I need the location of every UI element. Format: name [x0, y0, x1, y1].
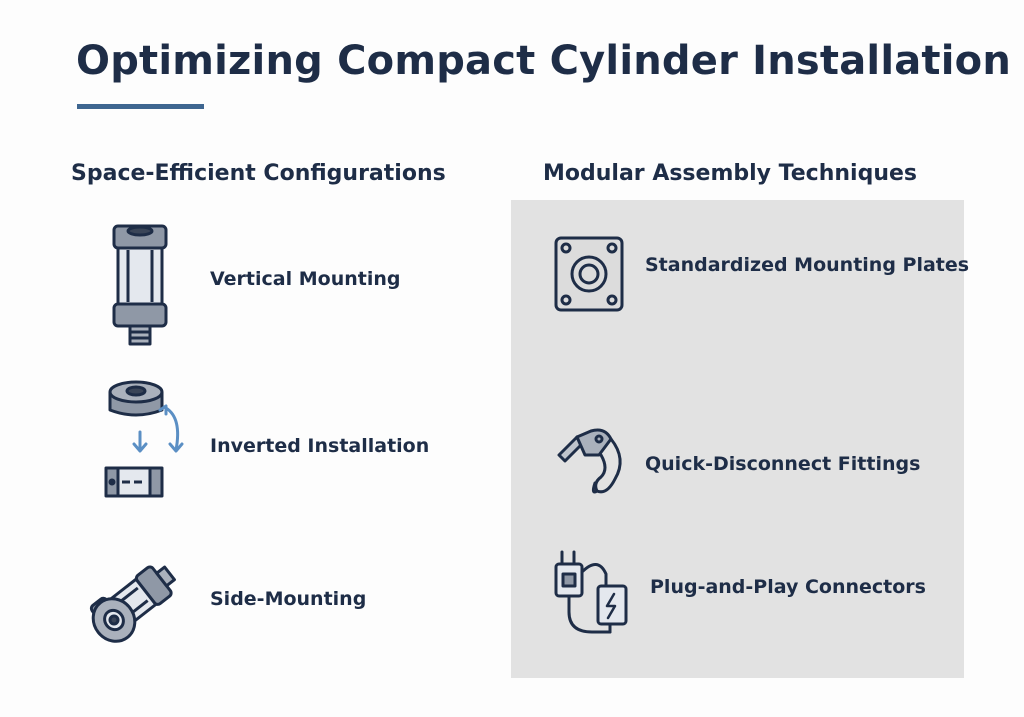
right-section-heading: Modular Assembly Techniques	[543, 161, 917, 186]
side-cylinder-icon	[89, 565, 176, 643]
vertical-mounting-label: Vertical Mounting	[210, 268, 401, 290]
mounting-plates-label: Standardized Mounting Plates	[645, 254, 970, 276]
quick-fitting-icon	[557, 428, 622, 494]
page-title: Optimizing Compact Cylinder Installation	[76, 38, 1012, 84]
plug-and-play-label: Plug-and-Play Connectors	[650, 576, 926, 598]
inverted-installation-label: Inverted Installation	[210, 435, 430, 457]
vertical-cylinder-icon	[112, 224, 168, 346]
mounting-plate-icon	[554, 236, 624, 312]
quick-disconnect-label: Quick-Disconnect Fittings	[645, 453, 921, 475]
title-underline	[77, 104, 204, 109]
left-section-heading: Space-Efficient Configurations	[71, 161, 446, 186]
inverted-cylinder-icon	[104, 380, 184, 498]
side-mounting-label: Side-Mounting	[210, 588, 367, 610]
plug-connector-icon	[554, 550, 628, 634]
